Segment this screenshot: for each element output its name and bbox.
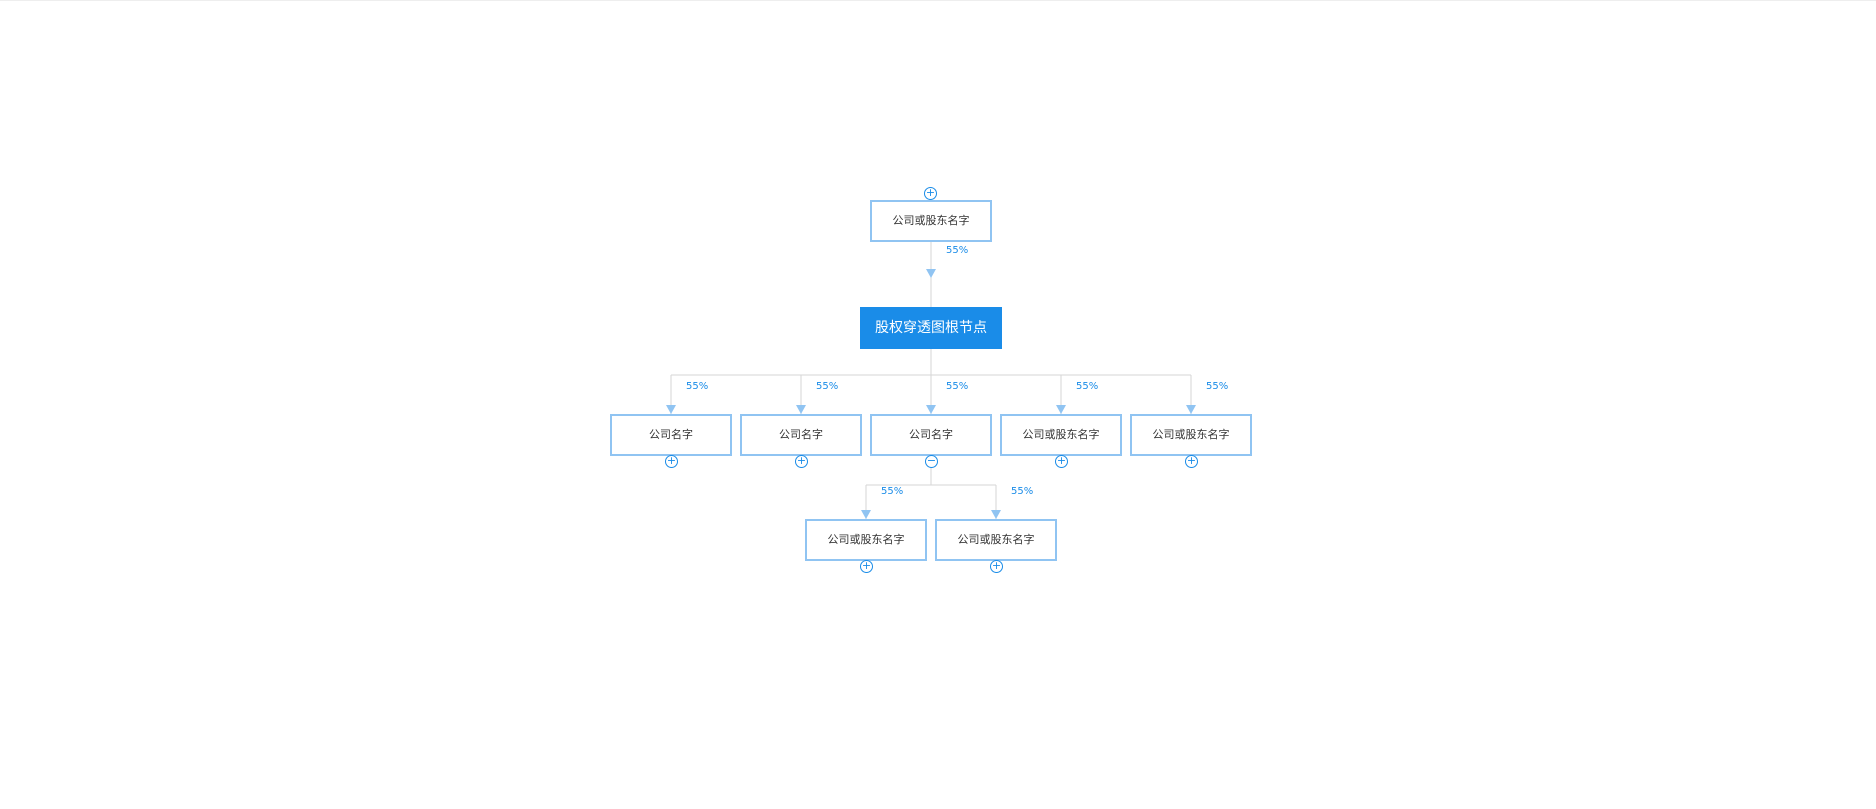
child-percent: 55% [1206, 381, 1229, 392]
grandchild-arrow [861, 510, 871, 519]
grandchild-arrow [991, 510, 1001, 519]
expand-child-icon[interactable]: + [1185, 454, 1198, 468]
child-arrow [926, 405, 936, 414]
child-arrow [796, 405, 806, 414]
child-node[interactable]: 公司名字 [740, 414, 862, 456]
grandchild-percent: 55% [1011, 486, 1034, 497]
expand-grandchild-icon[interactable]: + [860, 559, 873, 573]
parent-percent: 55% [946, 245, 969, 256]
child-percent: 55% [946, 381, 969, 392]
expand-parent-icon[interactable]: + [924, 186, 937, 200]
expand-child-icon[interactable]: + [665, 454, 678, 468]
collapse-child-icon[interactable]: − [925, 454, 938, 468]
grandchild-percent: 55% [881, 486, 904, 497]
expand-child-icon[interactable]: + [1055, 454, 1068, 468]
child-percent: 55% [816, 381, 839, 392]
grandchild-node[interactable]: 公司或股东名字 [935, 519, 1057, 561]
child-node[interactable]: 公司名字 [610, 414, 732, 456]
child-node[interactable]: 公司或股东名字 [1130, 414, 1252, 456]
root-node[interactable]: 股权穿透图根节点 [860, 307, 1002, 349]
child-percent: 55% [1076, 381, 1099, 392]
top-border [0, 0, 1876, 1]
expand-child-icon[interactable]: + [795, 454, 808, 468]
child-percent: 55% [686, 381, 709, 392]
grandchild-node[interactable]: 公司或股东名字 [805, 519, 927, 561]
child-node[interactable]: 公司名字 [870, 414, 992, 456]
child-node[interactable]: 公司或股东名字 [1000, 414, 1122, 456]
child-arrow [1056, 405, 1066, 414]
child-arrow [666, 405, 676, 414]
child-arrow [1186, 405, 1196, 414]
parent-node[interactable]: 公司或股东名字 [870, 200, 992, 242]
expand-grandchild-icon[interactable]: + [990, 559, 1003, 573]
parent-arrow [926, 269, 936, 278]
